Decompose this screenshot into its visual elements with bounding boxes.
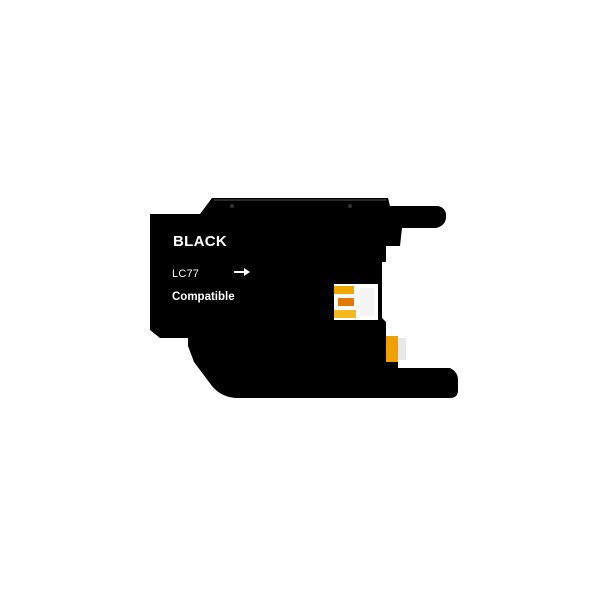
chip-top — [334, 286, 354, 294]
arrow-right-icon — [234, 268, 250, 276]
color-label: BLACK — [173, 233, 227, 250]
chip-mid — [338, 298, 354, 306]
white-tab — [398, 338, 406, 360]
screw-dot-left — [230, 204, 234, 208]
compatible-label: Compatible — [172, 291, 235, 303]
screw-dot-right — [348, 204, 352, 208]
chip-gloss — [360, 288, 374, 316]
orange-tab — [386, 336, 398, 362]
chip-bottom — [334, 310, 356, 318]
cartridge-body — [150, 198, 458, 398]
model-label: LC77 — [172, 268, 200, 280]
